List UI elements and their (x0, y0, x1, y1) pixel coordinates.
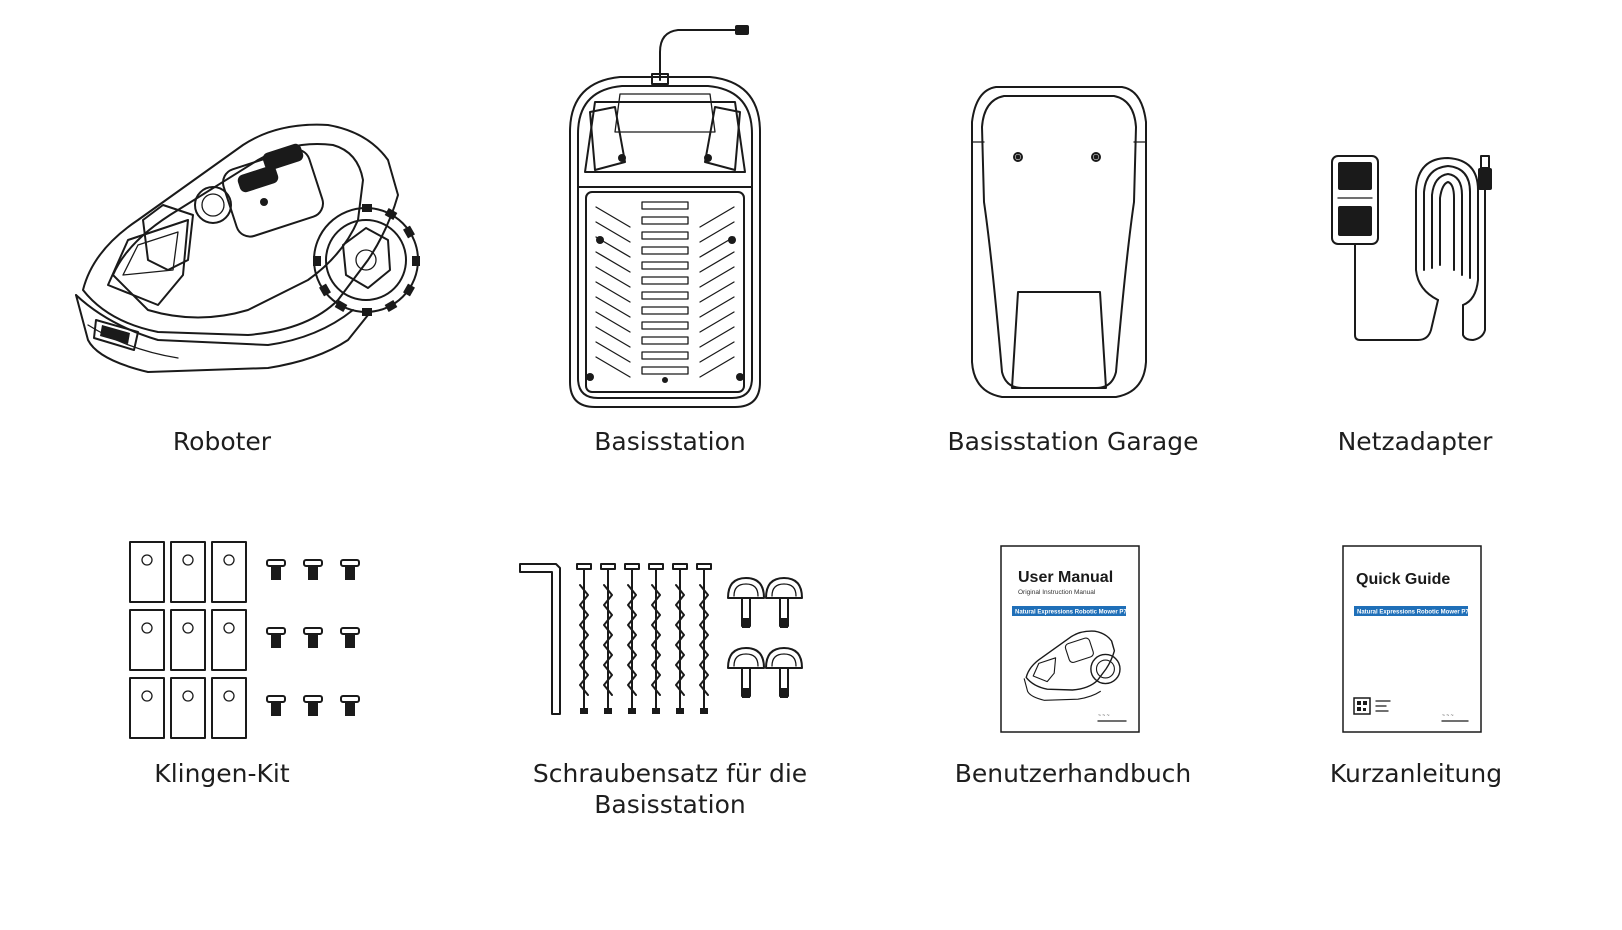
manual-subtitle: Original Instruction Manual (1018, 589, 1096, 596)
item-label: Klingen-Kit (154, 759, 290, 788)
manual-title: User Manual (1018, 569, 1113, 586)
item-label: Basisstation (594, 427, 746, 456)
item-label: Benutzerhandbuch (954, 759, 1192, 788)
qr-code-icon (1353, 697, 1371, 715)
item-label: Schraubensatz für die (532, 759, 808, 788)
guide-band: Natural Expressions Robotic Mower P7 (1357, 610, 1469, 616)
user-manual-icon: User Manual Original Instruction Manual … (1000, 545, 1140, 733)
guide-title: Quick Guide (1356, 571, 1450, 588)
power-adapter-icon (1331, 155, 1492, 341)
item-label: Kurzanleitung (1329, 759, 1503, 788)
quick-guide-icon: Quick Guide Natural Expressions Robotic … (1342, 545, 1482, 733)
base-station-icon (569, 25, 761, 408)
robot-mower-icon (75, 123, 420, 373)
manual-band: Natural Expressions Robotic Mower P7 (1015, 610, 1127, 616)
item-label: Basisstation (594, 790, 746, 819)
item-label: Roboter (172, 427, 272, 456)
garage-cover-icon (971, 86, 1147, 398)
item-label: Netzadapter (1337, 427, 1493, 456)
screw-set-icon (519, 563, 803, 715)
svg-text:~ ~ ~: ~ ~ ~ (1442, 713, 1454, 719)
item-label: Basisstation Garage (947, 427, 1199, 456)
blade-kit-icon (129, 541, 360, 739)
svg-text:~ ~ ~: ~ ~ ~ (1098, 713, 1110, 719)
